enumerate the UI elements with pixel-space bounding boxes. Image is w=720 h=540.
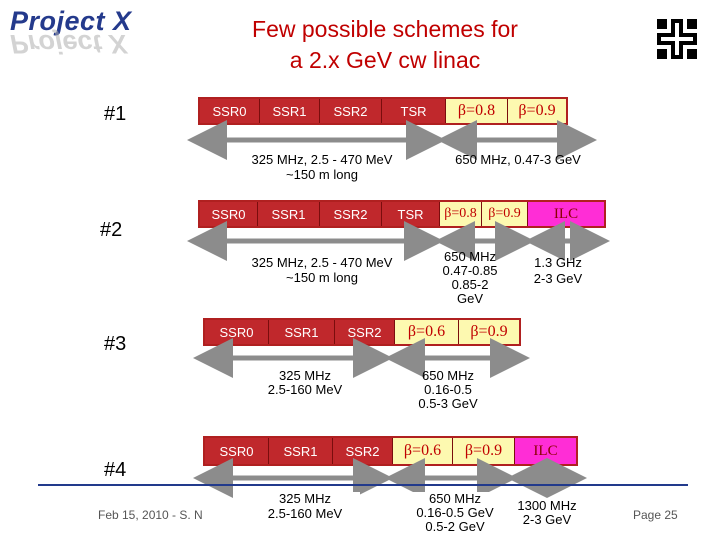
title-line-2: a 2.x GeV cw linac <box>289 47 481 73</box>
scheme-1-annotation: 650 MHz, 0.47-3 GeV <box>455 152 581 167</box>
scheme-4-annotation: 325 MHz <box>250 492 360 506</box>
scheme-2-annotation: 1.3 GHz <box>534 255 582 270</box>
scheme-4-annotation: 2-3 GeV <box>514 513 580 527</box>
scheme-2-annotation: 650 MHz <box>443 249 497 264</box>
footer-date-author: Feb 15, 2010 - S. N <box>98 508 203 522</box>
scheme-3-annotation: 2.5-160 MeV <box>267 382 343 397</box>
logo-text: Project X <box>10 6 132 36</box>
scheme-2-annotation: GeV <box>456 291 483 306</box>
scheme-3-annotation: 325 MHz <box>278 368 332 383</box>
fermilab-logo-icon <box>657 19 697 59</box>
title-line-1: Few possible schemes for <box>252 16 518 42</box>
scheme-2-annotation: ~150 m long <box>286 270 358 285</box>
scheme-2-annotation: 2-3 GeV <box>533 271 583 286</box>
scheme-1-annotation: ~150 m long <box>286 167 358 182</box>
slide-title: Few possible schemes for a 2.x GeV cw li… <box>190 14 580 76</box>
scheme-4-annotation: 0.5-2 GeV <box>410 520 500 534</box>
scheme-1-segment: SSR2 <box>320 99 382 123</box>
scheme-2-annotation: 0.85-2 <box>451 277 489 292</box>
scheme-4-annotation: 0.16-0.5 GeV <box>410 506 500 520</box>
scheme-1-segment: TSR <box>382 99 446 123</box>
scheme-4-annotation: 1300 MHz <box>514 499 580 513</box>
scheme-4-annotation: 650 MHz <box>410 492 500 506</box>
scheme-3-annotation: 0.5-3 GeV <box>418 396 478 411</box>
scheme-1-segment: β=0.9 <box>508 99 566 123</box>
footer-divider <box>38 484 688 486</box>
scheme-label-1: #1 <box>104 103 127 125</box>
scheme-4-annotation: 2.5-160 MeV <box>250 507 360 521</box>
scheme-label-4: #4 <box>104 459 127 481</box>
scheme-1-annotation: 325 MHz, 2.5 - 470 MeV <box>251 152 393 167</box>
scheme-1-segment: SSR1 <box>260 99 320 123</box>
scheme-label-2: #2 <box>100 219 123 241</box>
footer-page-number: Page 25 <box>633 508 678 522</box>
scheme-2-annotation: 0.47-0.85 <box>442 263 498 278</box>
scheme-label-3: #3 <box>104 333 127 355</box>
scheme-3-annotation: 0.16-0.5 <box>424 382 472 397</box>
scheme-1-segment: β=0.8 <box>446 99 508 123</box>
scheme-1-segment: SSR0 <box>200 99 260 123</box>
scheme-2-annotation: 325 MHz, 2.5 - 470 MeV <box>251 255 393 270</box>
scheme-3-annotation: 650 MHz <box>421 368 475 383</box>
project-x-logo: Project X Project X <box>10 6 145 59</box>
